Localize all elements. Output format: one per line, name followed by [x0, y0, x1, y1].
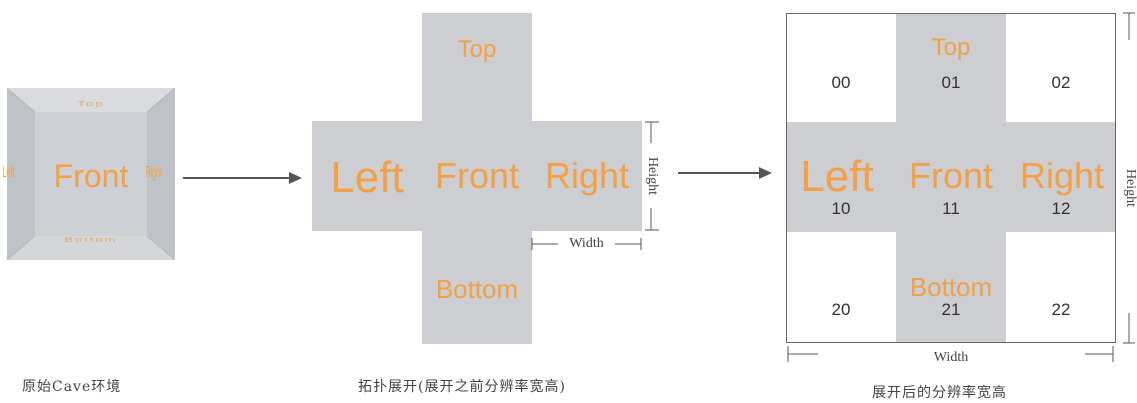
grid-top-face	[896, 14, 1006, 122]
grid-bottom-label: Bottom	[909, 272, 993, 302]
grid-height-label: Height	[1123, 168, 1137, 208]
grid-top-label: Top	[931, 34, 971, 61]
arrow-2	[678, 167, 772, 179]
topology-right-label: Right	[544, 155, 630, 196]
grid-cell-21: 21	[941, 300, 961, 319]
grid-width-label: Width	[933, 350, 969, 365]
cave-box: Top Left Front Right Bottom	[2, 88, 175, 260]
cave-left-label: Left	[2, 164, 15, 181]
cave-right-label: Right	[145, 164, 163, 181]
topology-bottom-face	[422, 231, 532, 344]
cave-bottom-label: Bottom	[64, 235, 118, 244]
grid-cell-00: 00	[831, 73, 851, 92]
grid-cell-12: 12	[1051, 199, 1071, 218]
grid-cell-01: 01	[941, 73, 961, 92]
grid-caption: 展开后的分辨率宽高	[872, 385, 1007, 401]
cave-top-label: Top	[77, 99, 105, 108]
topology-middle-row	[312, 121, 642, 231]
arrow-1	[183, 172, 302, 184]
grid-cell-10: 10	[831, 199, 851, 218]
topology-left-label: Left	[330, 153, 404, 202]
grid-middle-row	[787, 122, 1115, 232]
cave-front-label: Front	[53, 158, 129, 194]
topology-top-face	[422, 13, 532, 121]
grid-frame	[786, 13, 1116, 343]
cave-caption: 原始Cave环境	[22, 379, 122, 395]
grid-front-label: Front	[908, 155, 994, 196]
grid-cell-11: 11	[942, 199, 960, 218]
topology-width-label: Width	[569, 236, 604, 251]
topology-front-label: Front	[434, 155, 520, 196]
grid-bottom-face	[896, 232, 1006, 342]
topology-caption: 拓扑展开(展开之前分辨率宽高)	[358, 379, 566, 395]
grid-left-label: Left	[800, 152, 874, 201]
topology-bottom-label: Bottom	[435, 274, 519, 304]
grid-cell-22: 22	[1051, 300, 1071, 319]
grid-cell-20: 20	[831, 300, 851, 319]
grid-right-label: Right	[1019, 155, 1105, 196]
cave-box-frame	[7, 88, 175, 260]
grid-cell-02: 02	[1051, 73, 1071, 92]
topology-top-label: Top	[457, 36, 497, 63]
